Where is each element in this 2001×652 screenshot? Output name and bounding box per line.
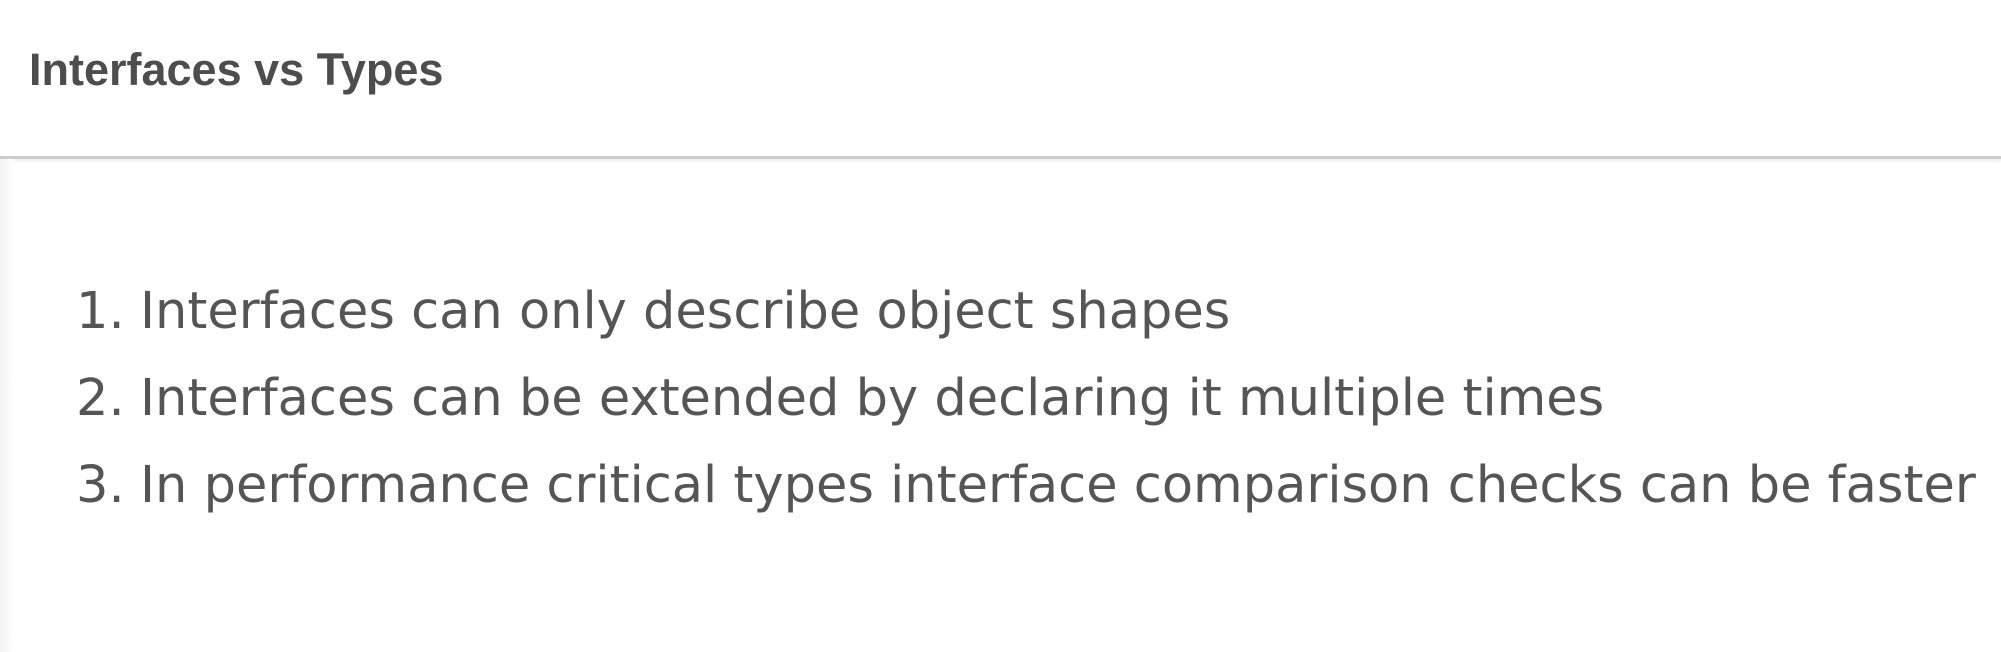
list-item-text: In performance critical types interface … <box>140 456 1976 515</box>
slide-title: Interfaces vs Types <box>29 44 444 95</box>
list-item-number: 1. <box>76 282 125 341</box>
list-item-text: Interfaces can only describe object shap… <box>140 282 1231 341</box>
list-item: 2. Interfaces can be extended by declari… <box>76 355 1976 442</box>
list-item-number: 2. <box>76 369 125 428</box>
list-item-number: 3. <box>76 456 125 515</box>
list-item-text: Interfaces can be extended by declaring … <box>140 369 1605 428</box>
list-item: 3. In performance critical types interfa… <box>76 442 1976 529</box>
left-edge-shade <box>0 159 14 652</box>
list-item: 1. Interfaces can only describe object s… <box>76 268 1976 355</box>
points-list: 1. Interfaces can only describe object s… <box>76 268 1976 529</box>
slide-header: Interfaces vs Types <box>0 0 2001 159</box>
